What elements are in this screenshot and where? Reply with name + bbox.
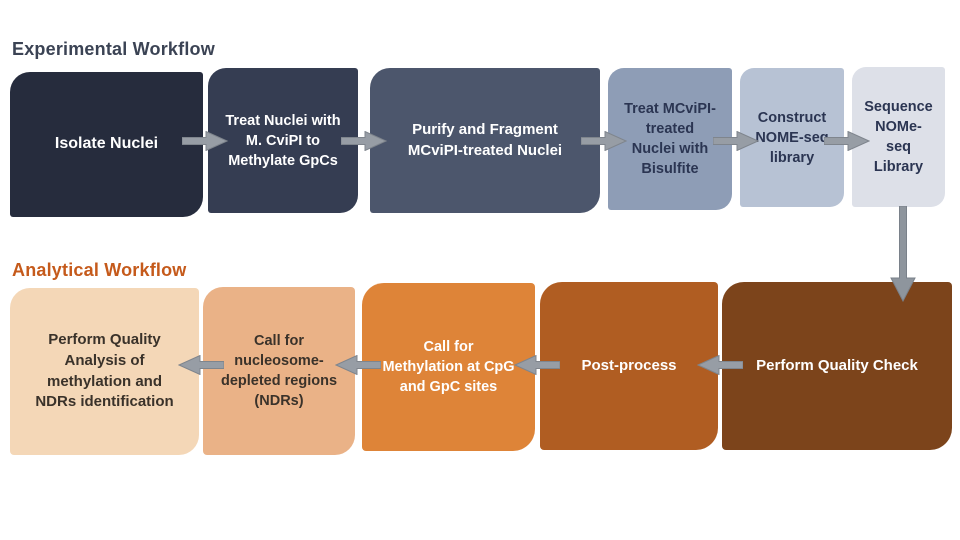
node-label: Purify and Fragment MCviPI-treated Nucle… (407, 120, 563, 159)
node-treat-nuclei-mcvipi: Treat Nuclei with M. CviPI to Methylate … (208, 68, 358, 213)
node-call-methylation: Call for Methylation at CpG and GpC site… (362, 283, 535, 451)
node-post-process: Post-process (540, 282, 718, 450)
arrow-left-icon (178, 355, 224, 375)
node-bisulfite-treatment: Treat MCviPI- treated Nuclei with Bisulf… (608, 68, 732, 210)
node-call-ndrs: Call for nucleosome- depleted regions (N… (203, 287, 355, 455)
arrow-right-icon (713, 131, 759, 151)
arrow-right-icon (182, 131, 228, 151)
node-label: Treat MCviPI- treated Nuclei with Bisulf… (624, 101, 716, 177)
arrow-left-icon (697, 355, 743, 375)
node-label: Call for Methylation at CpG and GpC site… (382, 339, 515, 395)
node-label: Isolate Nuclei (54, 135, 159, 153)
node-quality-analysis: Perform Quality Analysis of methylation … (10, 288, 199, 455)
node-label: Perform Quality Analysis of methylation … (35, 331, 174, 411)
node-label: Treat Nuclei with M. CviPI to Methylate … (225, 112, 341, 169)
node-sequence-library: Sequence NOMe- seq Library (852, 67, 945, 207)
analytical-workflow-title: Analytical Workflow (12, 260, 187, 280)
node-label: Call for nucleosome- depleted regions (N… (220, 333, 338, 409)
arrow-right-icon (341, 131, 387, 151)
node-purify-fragment: Purify and Fragment MCviPI-treated Nucle… (370, 68, 600, 213)
node-label: Post-process (581, 356, 677, 374)
arrow-right-icon (824, 131, 870, 151)
arrow-left-icon (514, 355, 560, 375)
arrow-down-icon (890, 206, 916, 302)
arrow-right-icon (581, 131, 627, 151)
node-quality-check: Perform Quality Check (722, 282, 952, 450)
node-isolate-nuclei: Isolate Nuclei (10, 72, 203, 217)
node-label: Sequence NOMe- seq Library (864, 99, 933, 175)
arrow-left-icon (335, 355, 381, 375)
experimental-workflow-title: Experimental Workflow (12, 39, 215, 59)
node-label: Perform Quality Check (756, 356, 918, 374)
node-label: Construct NOME-seq library (755, 109, 829, 166)
